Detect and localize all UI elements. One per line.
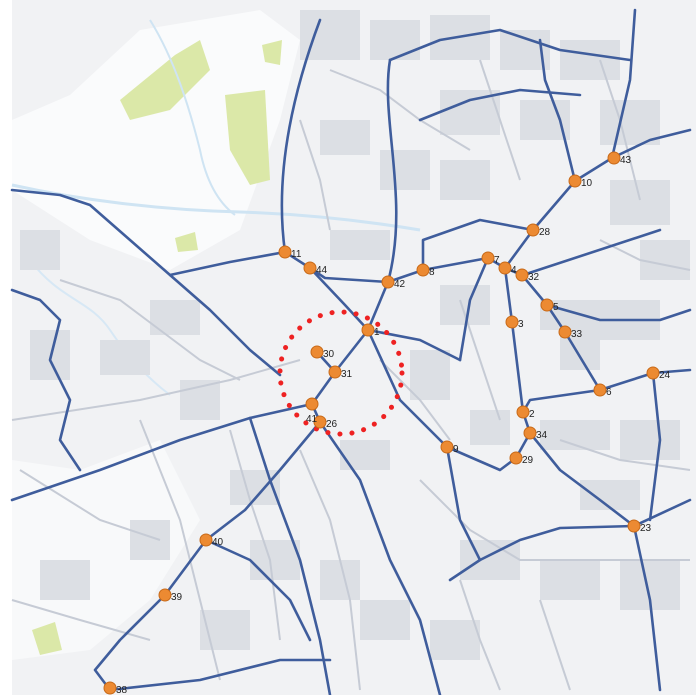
junction-node[interactable]: 10 [568, 174, 593, 189]
node-label: 1 [374, 327, 380, 338]
node-label: 5 [553, 302, 559, 313]
node-label: 7 [494, 255, 500, 266]
junction-node[interactable]: 1 [361, 323, 380, 338]
node-label: 39 [171, 592, 183, 603]
park-area [32, 622, 62, 655]
junction-node[interactable]: 33 [558, 325, 583, 340]
node-label: 6 [606, 387, 612, 398]
node-label: 24 [659, 370, 671, 381]
node-label: 30 [323, 349, 335, 360]
junction-node[interactable]: 3 [505, 315, 524, 330]
node-label: 9 [453, 444, 459, 455]
river [11, 183, 421, 232]
node-label: 26 [326, 419, 338, 430]
node-label: 3 [518, 319, 524, 330]
node-label: 10 [581, 178, 593, 189]
junction-node[interactable]: 11 [278, 245, 302, 260]
node-label: 43 [620, 155, 632, 166]
junction-node[interactable]: 23 [627, 519, 652, 534]
minor-roads [11, 59, 691, 691]
building-blocks [20, 10, 690, 660]
node-label: 28 [539, 227, 551, 238]
junction-node[interactable]: 4 [498, 261, 517, 276]
junction-node[interactable]: 32 [515, 268, 540, 283]
stream [149, 19, 236, 216]
node-label: 2 [529, 409, 535, 420]
node-label: 42 [394, 279, 406, 290]
node-label: 32 [528, 272, 540, 283]
junction-node[interactable]: 44 [303, 261, 328, 276]
junction-node[interactable]: 7 [481, 251, 500, 266]
node-label: 29 [522, 455, 534, 466]
junction-node[interactable]: 9 [440, 440, 459, 455]
highlight-circle [277, 309, 405, 437]
park-area [225, 90, 270, 185]
junction-nodes: 1 2 3 4 5 6 7 8 9 10 11 23 24 26 28 29 3… [103, 151, 671, 695]
open-land-area [12, 10, 300, 270]
junction-node[interactable]: 34 [523, 426, 548, 441]
node-label: 33 [571, 329, 583, 340]
junction-node[interactable]: 26 [313, 415, 338, 430]
node-label: 31 [341, 369, 353, 380]
park-area [262, 40, 282, 65]
node-label: 41 [306, 414, 318, 425]
junction-node[interactable]: 6 [593, 383, 612, 398]
node-label: 40 [212, 537, 224, 548]
node-label: 34 [536, 430, 548, 441]
junction-node[interactable]: 28 [526, 223, 551, 238]
junction-node[interactable]: 41 [305, 397, 319, 425]
junction-node[interactable]: 5 [540, 298, 559, 313]
junction-node[interactable]: 31 [328, 365, 353, 380]
node-label: 11 [291, 249, 302, 260]
junction-node[interactable]: 8 [416, 263, 435, 278]
park-area [175, 232, 198, 252]
node-label: 8 [429, 267, 435, 278]
junction-node[interactable]: 24 [646, 366, 671, 381]
stream [29, 259, 171, 396]
junction-node[interactable]: 42 [381, 275, 406, 290]
junction-node[interactable]: 30 [310, 345, 335, 360]
node-label: 23 [640, 523, 652, 534]
node-label: 4 [511, 265, 517, 276]
junction-node[interactable]: 39 [158, 588, 183, 603]
junction-node[interactable]: 2 [516, 405, 535, 420]
node-label: 38 [116, 685, 128, 695]
junction-node[interactable]: 29 [509, 451, 534, 466]
junction-node[interactable]: 38 [103, 681, 128, 695]
park-area [120, 40, 210, 120]
junction-node[interactable]: 43 [607, 151, 632, 166]
node-label: 44 [316, 265, 328, 276]
junction-node[interactable]: 40 [199, 533, 224, 548]
